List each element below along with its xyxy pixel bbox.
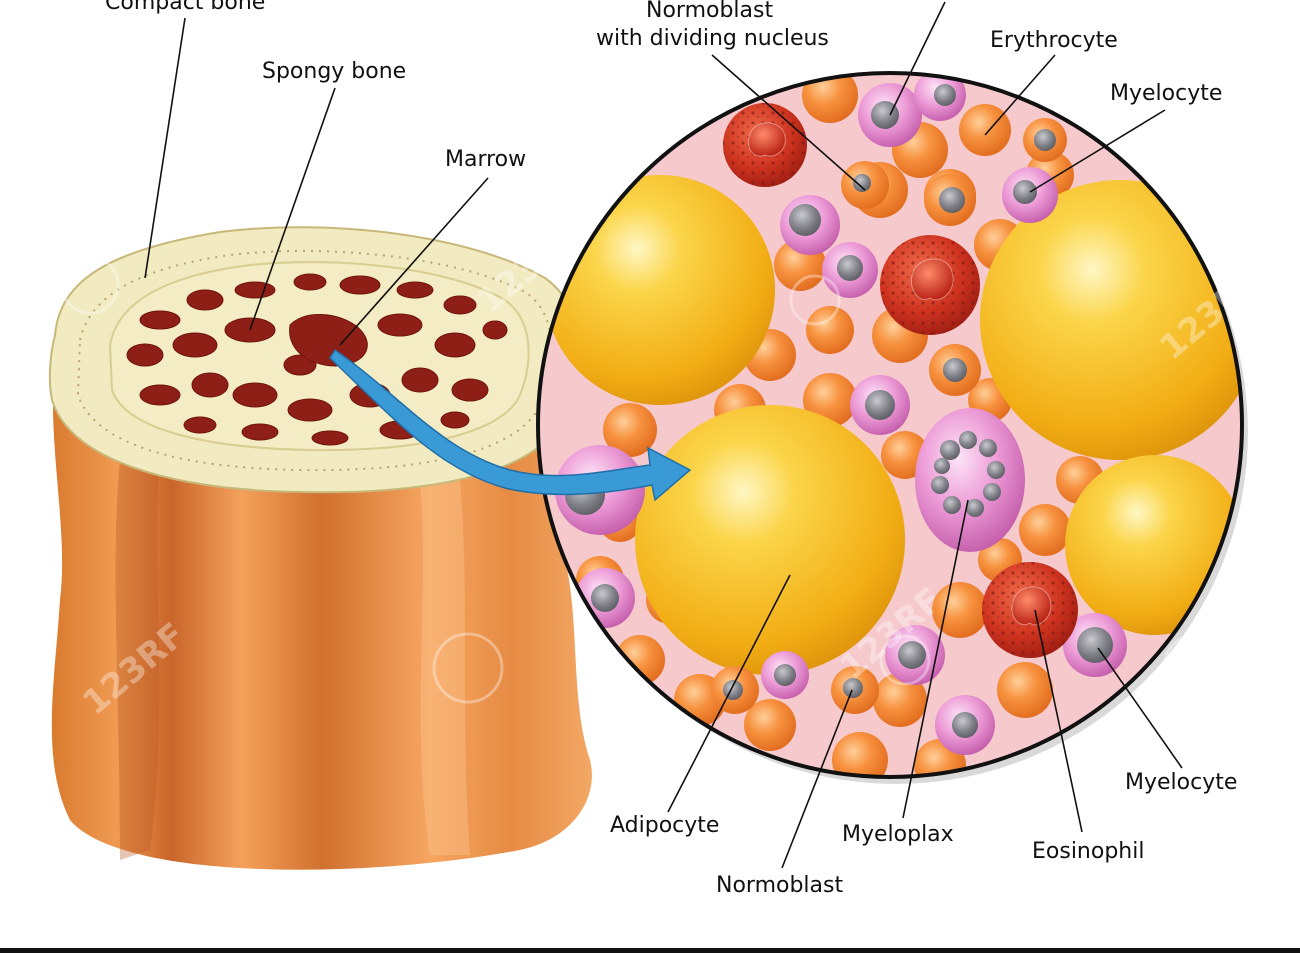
bone-illustration (48, 226, 592, 870)
label-myelocyte-bottom: Myelocyte (1125, 770, 1238, 795)
label-compact-bone: Compact bone (105, 0, 266, 15)
zoom-arrow (329, 348, 692, 502)
label-normoblast-dividing-2: with dividing nucleus (596, 26, 829, 51)
myeloplax-nucleus (931, 431, 1005, 517)
label-adipocyte: Adipocyte (610, 813, 720, 838)
label-erythrocyte: Erythrocyte (990, 28, 1118, 53)
label-spongy-bone: Spongy bone (262, 59, 407, 84)
leader-normoblast-dividing (711, 54, 866, 191)
bottom-border (0, 948, 1300, 953)
leader-lines (144, 1, 1183, 869)
marrow-cavity (289, 314, 368, 367)
label-eosinophil: Eosinophil (1032, 839, 1145, 864)
eosinophils (723, 103, 1078, 658)
leader-myeloplax (902, 499, 969, 819)
bone-shaft-shade (115, 460, 160, 860)
zoom-border (536, 71, 1244, 779)
leader-compact-bone (144, 17, 186, 279)
leader-top-cut (889, 1, 946, 116)
leader-adipocyte (667, 574, 791, 813)
zoom-view (536, 71, 1248, 784)
leader-myelocyte-top (1029, 109, 1166, 193)
leader-marrow (339, 177, 489, 346)
leader-spongy-bone (249, 87, 336, 331)
leader-normoblast (781, 689, 853, 869)
bone-shaft-highlight (420, 480, 470, 855)
label-normoblast: Normoblast (716, 873, 844, 898)
leader-myelocyte-bottom (1097, 647, 1183, 769)
trabecular-holes (126, 273, 508, 446)
label-myeloplax: Myeloplax (842, 822, 954, 847)
leader-eosinophil (1034, 609, 1083, 833)
leader-erythrocyte (984, 54, 1056, 136)
label-normoblast-dividing-1: Normoblast (646, 0, 774, 23)
label-myelocyte-top: Myelocyte (1110, 81, 1223, 106)
label-marrow: Marrow (445, 147, 527, 172)
normoblasts (711, 118, 1067, 714)
